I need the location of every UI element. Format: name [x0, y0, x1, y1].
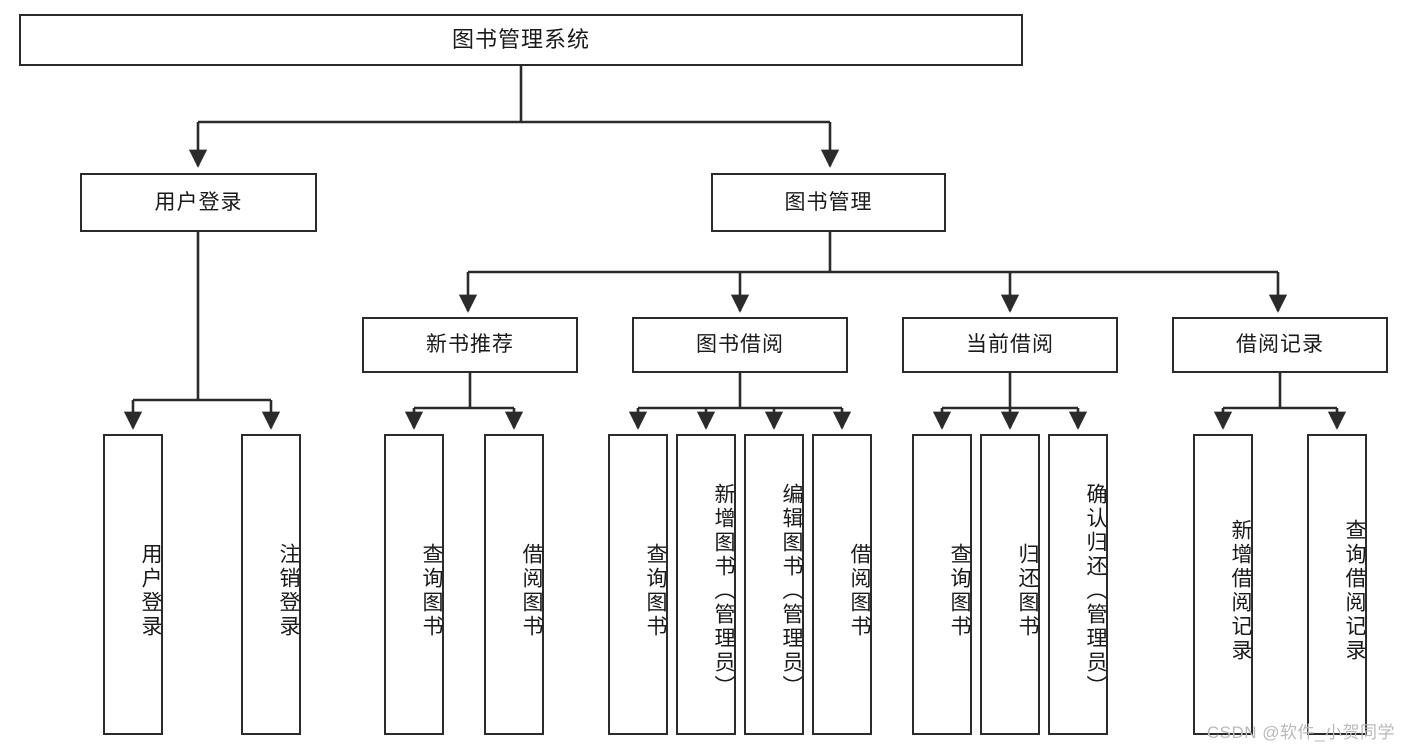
leaf-borrow-query-book[interactable]: 查询图书: [608, 434, 668, 735]
node-label: 编辑图书（管理员）: [780, 482, 803, 699]
node-label: 借阅记录: [1236, 333, 1324, 357]
node-borrow-record[interactable]: 借阅记录: [1172, 317, 1388, 373]
node-label: 查询图书: [644, 542, 667, 639]
leaf-user-login-login[interactable]: 用户登录: [103, 434, 163, 735]
node-label: 图书借阅: [696, 333, 784, 357]
node-label: 用户登录: [139, 542, 162, 639]
node-label: 查询借阅记录: [1343, 518, 1366, 663]
node-book-borrow[interactable]: 图书借阅: [632, 317, 848, 373]
node-label: 查询图书: [420, 542, 443, 639]
node-label: 查询图书: [948, 542, 971, 639]
node-label: 归还图书: [1016, 542, 1039, 639]
leaf-user-login-logout[interactable]: 注销登录: [241, 434, 301, 735]
node-current-borrow[interactable]: 当前借阅: [902, 317, 1118, 373]
node-label: 借阅图书: [848, 542, 871, 639]
node-label: 借阅图书: [520, 542, 543, 639]
node-label: 图书管理系统: [451, 26, 590, 52]
leaf-borrow-edit-book-admin[interactable]: 编辑图书（管理员）: [744, 434, 804, 735]
node-label: 新增借阅记录: [1229, 518, 1252, 663]
leaf-recommend-borrow-book[interactable]: 借阅图书: [484, 434, 544, 735]
csdn-watermark: CSDN @软件_小贺同学: [1206, 723, 1395, 742]
node-label: 用户登录: [154, 190, 243, 214]
node-label: 新书推荐: [426, 333, 514, 357]
node-label: 确认归还（管理员）: [1084, 482, 1107, 699]
node-label: 新增图书（管理员）: [712, 482, 735, 699]
node-label: 注销登录: [277, 542, 300, 639]
leaf-current-confirm-return-admin[interactable]: 确认归还（管理员）: [1048, 434, 1108, 735]
leaf-borrow-add-book-admin[interactable]: 新增图书（管理员）: [676, 434, 736, 735]
node-book-management[interactable]: 图书管理: [711, 173, 946, 232]
leaf-current-return-book[interactable]: 归还图书: [980, 434, 1040, 735]
leaf-recommend-query-book[interactable]: 查询图书: [384, 434, 444, 735]
node-root-system[interactable]: 图书管理系统: [19, 14, 1023, 66]
node-new-book-recommend[interactable]: 新书推荐: [362, 317, 578, 373]
leaf-current-query-book[interactable]: 查询图书: [912, 434, 972, 735]
node-user-login[interactable]: 用户登录: [80, 173, 317, 232]
node-label: 当前借阅: [966, 333, 1054, 357]
leaf-record-add-record[interactable]: 新增借阅记录: [1193, 434, 1253, 735]
leaf-borrow-borrow-book[interactable]: 借阅图书: [812, 434, 872, 735]
leaf-record-query-record[interactable]: 查询借阅记录: [1307, 434, 1367, 735]
node-label: 图书管理: [784, 190, 873, 214]
